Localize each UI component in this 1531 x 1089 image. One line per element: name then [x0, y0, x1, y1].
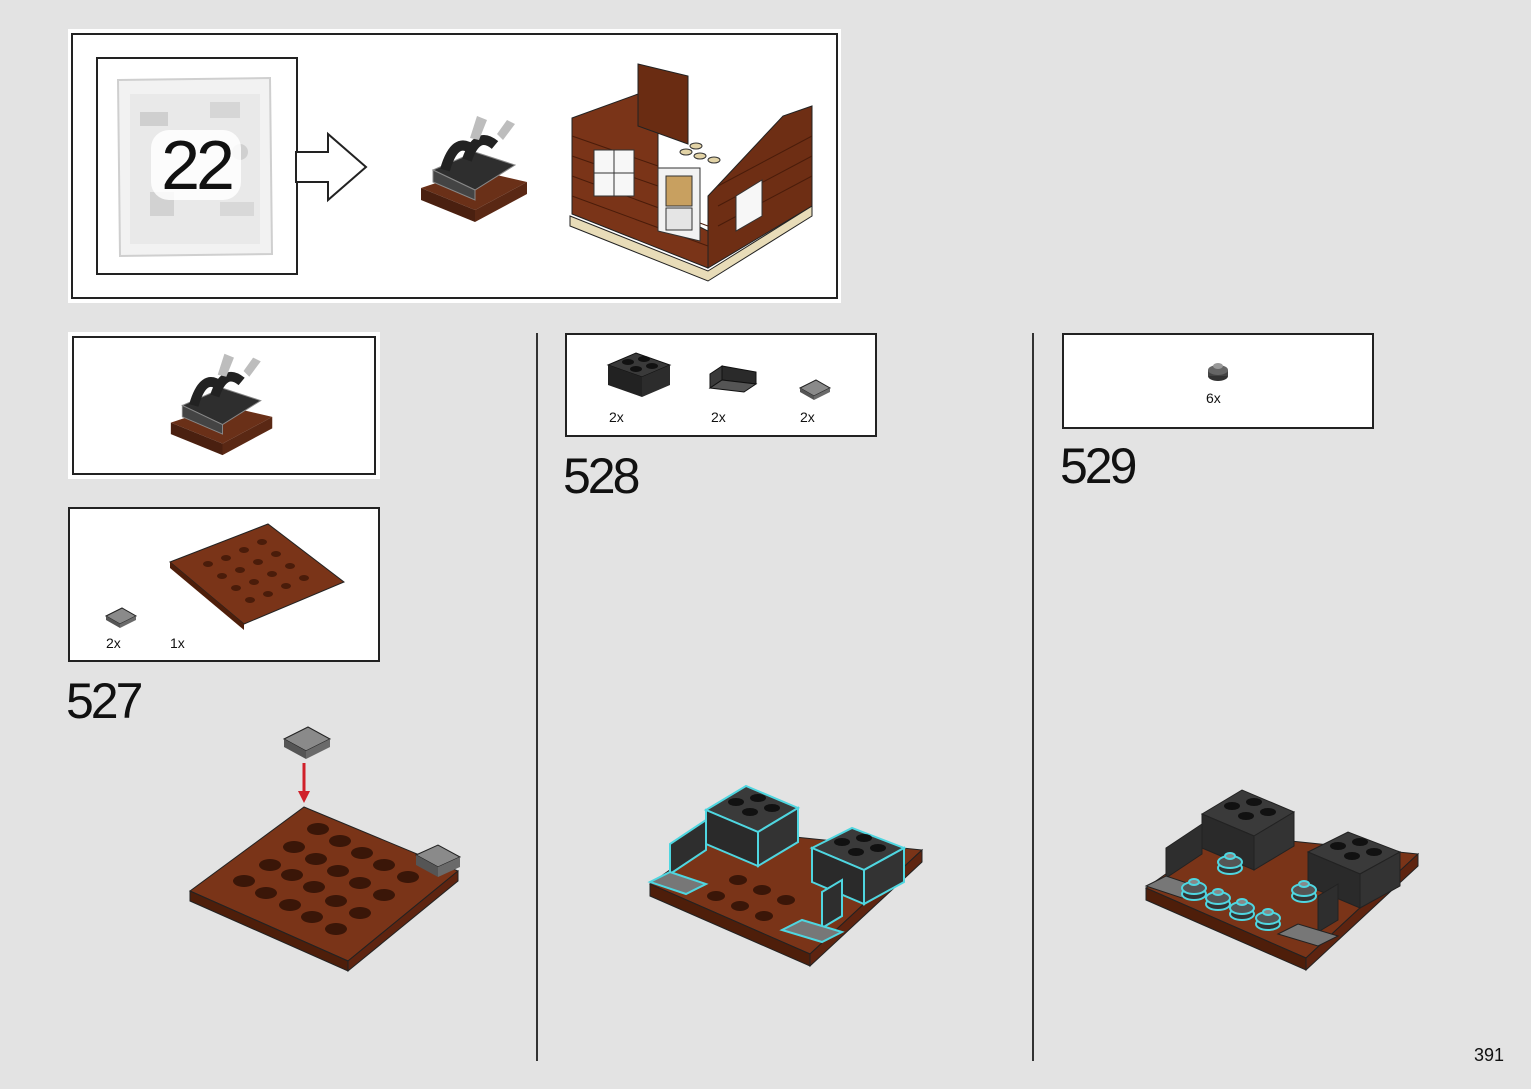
step-number: 527 — [66, 673, 143, 729]
column-divider — [1032, 333, 1034, 1061]
black-brick-2x2-icon — [606, 352, 672, 397]
part-qty: 6x — [1206, 390, 1221, 406]
grey-tile-1x1-icon — [104, 607, 138, 628]
part-qty: 2x — [609, 409, 624, 425]
bag-number: 22 — [151, 130, 241, 200]
part-qty: 2x — [711, 409, 726, 425]
column-divider — [536, 333, 538, 1061]
grey-round-plate-1x1-icon — [1208, 363, 1228, 381]
arrow-right-icon — [295, 131, 368, 203]
grey-tile-1x1-icon — [798, 379, 832, 400]
black-panel-1x2-icon — [708, 365, 758, 393]
step-number: 529 — [1060, 438, 1137, 494]
house-model-icon — [569, 63, 813, 282]
part-qty: 1x — [170, 635, 185, 651]
part-qty: 2x — [800, 409, 815, 425]
step-number: 528 — [563, 448, 640, 504]
step-529-build-illustration — [1144, 789, 1420, 972]
part-qty: 2x — [106, 635, 121, 651]
step-528-build-illustration — [647, 784, 924, 968]
step-527-build-illustration — [189, 726, 462, 973]
lever-model-icon — [421, 116, 527, 222]
lever-model-small-icon — [170, 353, 273, 456]
page-number: 391 — [1474, 1045, 1505, 1065]
brown-plate-6x6-icon — [169, 523, 345, 630]
